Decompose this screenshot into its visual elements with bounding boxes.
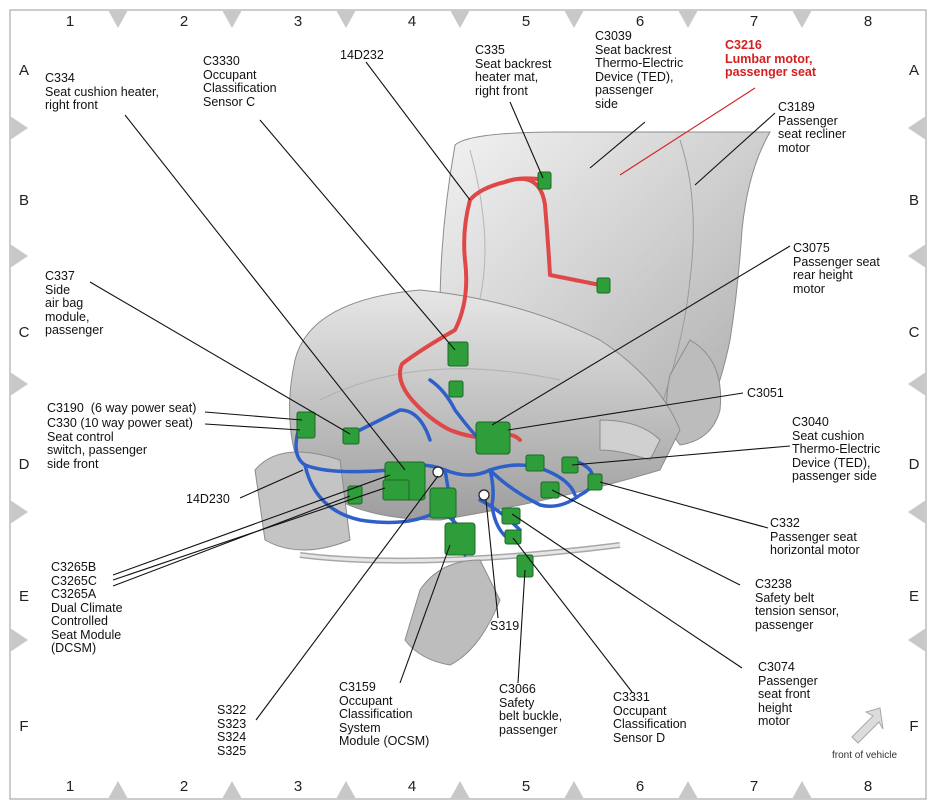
seat-illustration <box>254 131 771 666</box>
grid-row-right-b: B <box>908 192 919 209</box>
label-c3040: C3040 Seat cushion Thermo-Electric Devic… <box>792 415 881 483</box>
grid-col-top-3: 3 <box>293 13 303 30</box>
grid-col-bottom-5: 5 <box>521 778 531 795</box>
label-c3265: C3265B C3265C C3265A Dual Climate Contro… <box>51 560 123 655</box>
grid-row-left-a: A <box>18 62 29 79</box>
grid-col-bottom-3: 3 <box>293 778 303 795</box>
grid-row-right-a: A <box>908 62 919 79</box>
grid-col-bottom-6: 6 <box>635 778 645 795</box>
grid-row-left-b: B <box>18 192 29 209</box>
grid-row-left-f: F <box>19 718 29 735</box>
label-c3074: C3074 Passenger seat front height motor <box>758 660 818 728</box>
label-c330: C330 (10 way power seat) Seat control sw… <box>47 416 193 471</box>
grid-row-right-d: D <box>908 456 920 473</box>
leader-lines <box>89 61 791 721</box>
label-c3331: C3331 Occupant Classification Sensor D <box>613 690 687 745</box>
grid-row-right-e: E <box>908 588 919 605</box>
label-c3190: C3190 (6 way power seat) <box>47 401 197 415</box>
label-14d232: 14D232 <box>340 48 384 62</box>
label-c3216: C3216 Lumbar motor, passenger seat <box>725 38 817 79</box>
grid-col-top-8: 8 <box>863 13 873 30</box>
splice-points <box>432 466 490 501</box>
label-c3189: C3189 Passenger seat recliner motor <box>778 100 847 155</box>
label-c3075: C3075 Passenger seat rear height motor <box>793 241 880 296</box>
grid-row-right-c: C <box>908 324 920 341</box>
grid-row-left-c: C <box>18 324 30 341</box>
label-c3066: C3066 Safety belt buckle, passenger <box>499 682 563 737</box>
grid-col-top-1: 1 <box>65 13 75 30</box>
grid-col-bottom-4: 4 <box>407 778 417 795</box>
grid-row-left-e: E <box>18 588 29 605</box>
grid-row-right-f: F <box>909 718 919 735</box>
grid-col-bottom-2: 2 <box>179 778 189 795</box>
grid-col-bottom-1: 1 <box>65 778 75 795</box>
grid-row-left-d: D <box>18 456 30 473</box>
label-c3051: C3051 <box>747 386 784 400</box>
label-14d230: 14D230 <box>186 492 230 506</box>
label-c3039: C3039 Seat backrest Thermo-Electric Devi… <box>595 29 684 111</box>
label-c3159: C3159 Occupant Classification System Mod… <box>339 680 430 748</box>
grid-markers <box>10 10 926 799</box>
grid-col-top-7: 7 <box>749 13 759 30</box>
front-of-vehicle-label: front of vehicle <box>832 750 898 761</box>
grid-col-top-2: 2 <box>179 13 189 30</box>
label-c334: C334 Seat cushion heater, right front <box>45 71 159 112</box>
label-s319: S319 <box>490 619 520 633</box>
label-c3330: C3330 Occupant Classification Sensor C <box>203 54 277 109</box>
label-c3238: C3238 Safety belt tension sensor, passen… <box>755 577 840 632</box>
grid-col-top-5: 5 <box>521 13 531 30</box>
grid-col-bottom-7: 7 <box>749 778 759 795</box>
label-s322-s325: S322 S323 S324 S325 <box>217 703 247 758</box>
grid-col-top-4: 4 <box>407 13 417 30</box>
label-c332: C332 Passenger seat horizontal motor <box>770 516 860 557</box>
grid-col-bottom-8: 8 <box>863 778 873 795</box>
front-of-vehicle-arrow <box>851 707 884 744</box>
label-c335: C335 Seat backrest heater mat, right fro… <box>475 43 552 98</box>
label-c337: C337 Side air bag module, passenger <box>45 269 104 337</box>
grid-col-top-6: 6 <box>635 13 645 30</box>
